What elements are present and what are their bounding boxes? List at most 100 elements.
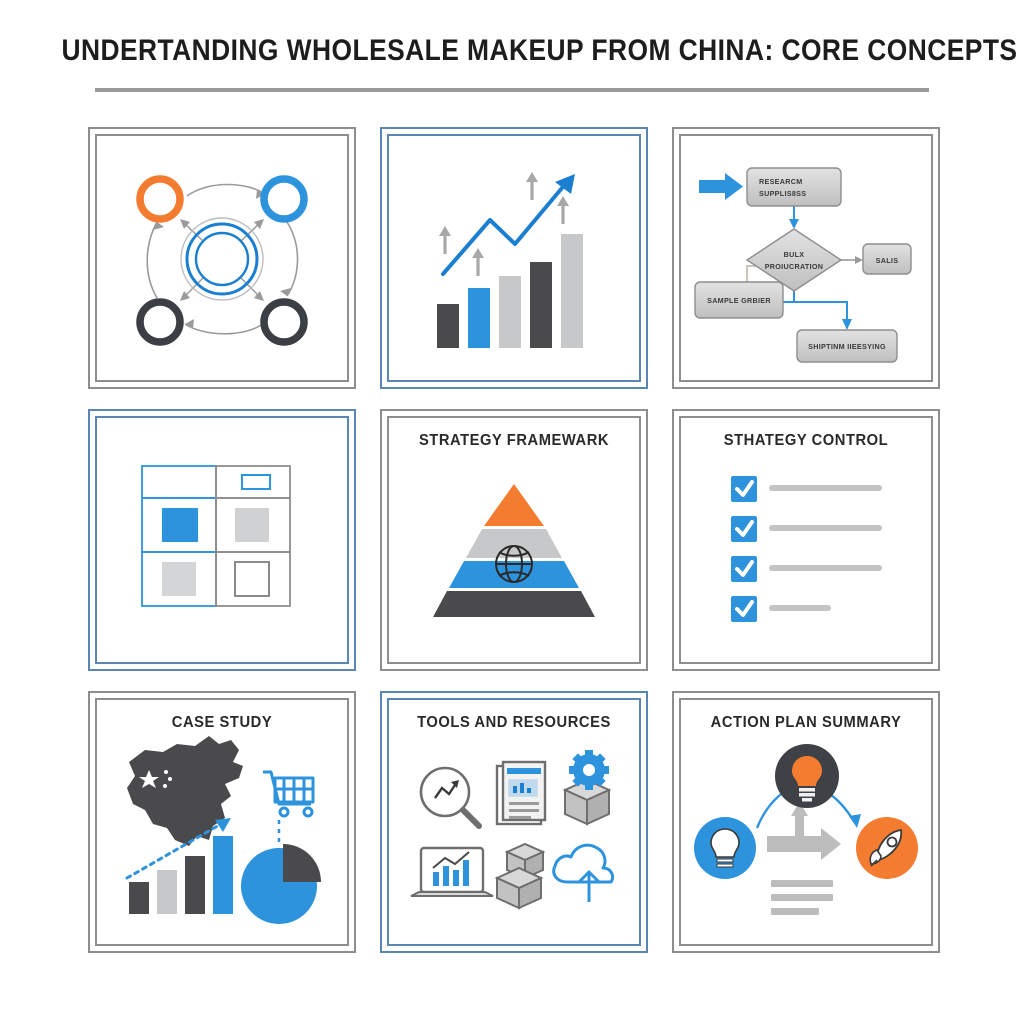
- panel-growth-bar-chart[interactable]: [380, 127, 648, 389]
- panel-action-plan-summary-inner: ACTION PLAN SUMMARY: [679, 698, 933, 946]
- radial-arrow-head: [180, 219, 264, 301]
- gray-arrow-up: [791, 802, 808, 842]
- lightbulb-dark-icon: [775, 744, 839, 808]
- panel-case-study[interactable]: CASE STUDY: [88, 691, 356, 953]
- panel-growth-bar-chart-inner: [387, 134, 641, 382]
- entry-arrow: [699, 173, 743, 200]
- dotted-trend-arrow: [125, 818, 231, 880]
- connector-arrow: [842, 319, 852, 330]
- page-header: UNDERTANDING WHOLESALE MAKEUP FROM CHINA…: [0, 34, 1024, 92]
- lightbulb-blue-icon: [694, 817, 756, 879]
- ring-orange: [136, 175, 184, 223]
- panel-grid: RESEARCM SUPPLIS8SS BULX PROIUCRATION SA…: [88, 127, 944, 967]
- panel-tools-and-resources-inner: TOOLS AND RESOURCES: [387, 698, 641, 946]
- grid-cell-gray: [162, 562, 196, 596]
- grid-cell-outline: [241, 474, 271, 490]
- bulk-production-node: BULX PROIUCRATION: [745, 228, 843, 292]
- checklist-item-2: [731, 516, 882, 542]
- bar: [530, 262, 552, 348]
- bar: [561, 234, 583, 348]
- panel-case-study-inner: CASE STUDY: [95, 698, 349, 946]
- growth-chart-stage: [389, 136, 639, 380]
- panel-cycle-diagram-inner: [95, 134, 349, 382]
- page-title: UNDERTANDING WHOLESALE MAKEUP FROM CHINA…: [61, 34, 1018, 67]
- up-arrow: [443, 178, 565, 276]
- flowchart-stage: RESEARCM SUPPLIS8SS BULX PROIUCRATION SA…: [681, 136, 931, 380]
- panel-tools-and-resources[interactable]: TOOLS AND RESOURCES: [380, 691, 648, 953]
- cycle-diagram-stage: [97, 136, 347, 380]
- sample-order-node: SAMPLE GRBIER: [694, 281, 784, 319]
- ring-dark-left: [136, 298, 184, 346]
- research-suppliers-node: RESEARCM SUPPLIS8SS: [746, 167, 842, 207]
- ring-dark-right: [260, 298, 308, 346]
- panel-sourcing-flowchart[interactable]: RESEARCM SUPPLIS8SS BULX PROIUCRATION SA…: [672, 127, 940, 389]
- bar: [437, 304, 459, 348]
- shipping-node: SHIPTINM IIEESYING: [796, 329, 898, 363]
- checklist-bar: [769, 485, 882, 491]
- tools-stage: [389, 700, 639, 944]
- trend-arrow: [441, 174, 575, 276]
- magnifier-chart-icon: [419, 766, 482, 829]
- pyramid-layer-third: [449, 561, 579, 588]
- title-divider: [95, 88, 929, 92]
- check-icon: [735, 520, 754, 537]
- panel-matrix-layout[interactable]: [88, 409, 356, 671]
- checklist-bar: [769, 605, 831, 611]
- pyramid-layer-second: [466, 529, 562, 558]
- laptop-chart-icon: [410, 846, 494, 897]
- check-icon: [735, 560, 754, 577]
- case-study-title: CASE STUDY: [171, 714, 273, 731]
- case-study-stage: [97, 700, 347, 944]
- concentric-circles: [185, 222, 259, 296]
- research-suppliers-label-line2: SUPPLIS8SS: [759, 189, 806, 198]
- grid-cell-outline: [234, 561, 270, 597]
- bulk-production-label-line1: BULX: [784, 250, 805, 259]
- checklist-item-3: [731, 556, 882, 582]
- gear-icon: [569, 750, 609, 790]
- bar: [185, 856, 205, 914]
- grid-cell-gray: [235, 508, 269, 542]
- strategy-framework-title: STRATEGY FRAMEWARK: [418, 432, 610, 449]
- concentric-circles: [180, 217, 264, 301]
- panel-action-plan-summary[interactable]: ACTION PLAN SUMMARY: [672, 691, 940, 953]
- sales-node: SALIS: [862, 243, 912, 275]
- stacked-boxes-icon: [494, 842, 546, 910]
- curved-arrow-head: [153, 190, 291, 328]
- shopping-cart-icon: [263, 770, 315, 818]
- concentric-circles: [194, 231, 250, 287]
- checklist-item-1: [731, 476, 882, 502]
- check-icon: [735, 600, 754, 617]
- strategy-control-title: STHATEGY CONTROL: [723, 432, 889, 449]
- checklist-stage: [681, 418, 931, 662]
- pyramid-stage: [389, 418, 639, 662]
- gray-arrow-right: [767, 828, 841, 860]
- bulk-production-label-line2: PROIUCRATION: [765, 262, 824, 271]
- curved-arrow: [146, 183, 299, 335]
- tools-and-resources-title: TOOLS AND RESOURCES: [417, 714, 611, 731]
- up-arrow-head: [439, 172, 569, 258]
- rocket-orange-icon: [856, 817, 918, 879]
- panel-strategy-control-inner: STHATEGY CONTROL: [679, 416, 933, 664]
- checklist-bar: [769, 565, 882, 571]
- panel-matrix-layout-inner: [95, 416, 349, 664]
- pyramid-layer-top: [484, 484, 544, 526]
- action-plan-summary-title: ACTION PLAN SUMMARY: [710, 714, 902, 731]
- panel-strategy-framework[interactable]: STRATEGY FRAMEWARK: [380, 409, 648, 671]
- checklist-item-4: [731, 596, 831, 622]
- panel-strategy-framework-inner: STRATEGY FRAMEWARK: [387, 416, 641, 664]
- bar: [129, 882, 149, 914]
- sales-label: SALIS: [876, 256, 899, 265]
- check-icon: [735, 480, 754, 497]
- panel-cycle-diagram[interactable]: [88, 127, 356, 389]
- shipping-label: SHIPTINM IIEESYING: [808, 342, 886, 351]
- panel-strategy-control[interactable]: STHATEGY CONTROL: [672, 409, 940, 671]
- china-map-icon: [127, 736, 243, 846]
- pyramid-layer-base: [433, 591, 595, 617]
- cloud-upload-icon: [552, 843, 615, 902]
- bar: [468, 288, 490, 348]
- checklist-bar: [769, 525, 882, 531]
- document-report-icon: [495, 760, 547, 826]
- research-suppliers-label-line1: RESEARCM: [759, 177, 803, 186]
- checkbox-checked: [731, 516, 757, 542]
